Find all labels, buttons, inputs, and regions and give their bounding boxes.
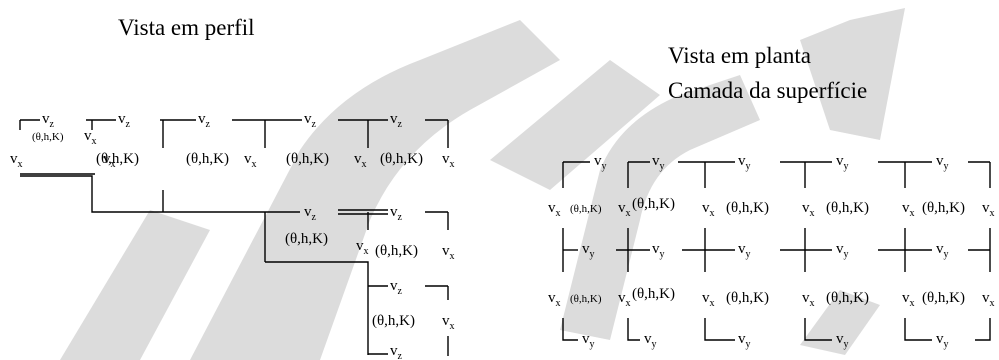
plan-vy-label: vy [652, 153, 665, 172]
profile-vx-label: vx [442, 313, 455, 332]
profile-cell-params: (θ,h,K) [380, 151, 423, 167]
plan-cell-params: (θ,h,K) [922, 200, 965, 216]
profile-vx-label: vx [442, 243, 455, 262]
profile-grid [19, 119, 449, 356]
plan-title: Vista em planta [668, 43, 811, 68]
plan-cell-params: (θ,h,K) [632, 286, 675, 302]
profile-vz-label: vz [42, 111, 55, 130]
plan-vy-label: vy [836, 331, 849, 350]
profile-cell-params: (θ,h,K) [285, 231, 328, 247]
plan-vy-label: vy [738, 331, 751, 350]
plan-grid [562, 161, 991, 341]
profile-title: Vista em perfil [118, 15, 255, 40]
plan-vx-label: vx [702, 290, 715, 309]
profile-vx-label: vx [244, 151, 257, 170]
plan-vy-label: vy [582, 331, 595, 350]
profile-vz-label: vz [118, 111, 131, 130]
plan-vx-label: vx [982, 200, 995, 219]
profile-vz-label: vz [304, 111, 317, 130]
profile-vz-label: vz [198, 111, 211, 130]
watermark [60, 8, 905, 360]
profile-vx-label: vx [356, 238, 369, 257]
plan-vy-label: vy [738, 153, 751, 172]
plan-vy-label: vy [644, 331, 657, 350]
plan-vy-label: vy [836, 153, 849, 172]
plan-vx-label: vx [802, 290, 815, 309]
plan-vx-label: vx [902, 290, 915, 309]
plan-vx-label: vx [982, 290, 995, 309]
profile-cell-params: (θ,h,K) [375, 243, 418, 259]
profile-vz-label: vz [390, 278, 403, 297]
plan-vy-label: vy [936, 153, 949, 172]
profile-cell-params: (θ,h,K) [32, 131, 64, 143]
profile-vx-label: vx [442, 151, 455, 170]
plan-cell-params: (θ,h,K) [632, 196, 675, 212]
profile-vx-label: vx [10, 151, 23, 170]
profile-vx-label: vx [354, 151, 367, 170]
plan-vy-label: vy [936, 241, 949, 260]
plan-cell-params: (θ,h,K) [570, 203, 602, 215]
profile-vz-label: vz [390, 343, 403, 360]
profile-vz-label: vz [390, 204, 403, 223]
profile-vz-label: vz [390, 111, 403, 130]
plan-cell-params: (θ,h,K) [922, 290, 965, 306]
plan-vx-label: vx [802, 200, 815, 219]
plan-cell-params: (θ,h,K) [726, 290, 769, 306]
plan-vy-label: vy [594, 153, 607, 172]
profile-cell-params: (θ,h,K) [286, 151, 329, 167]
plan-vx-label: vx [618, 200, 631, 219]
plan-cell-params: (θ,h,K) [826, 290, 869, 306]
plan-vy-label: vy [936, 331, 949, 350]
profile-cell-params: (θ,h,K) [96, 151, 139, 167]
plan-subtitle: Camada da superfície [668, 78, 867, 103]
plan-vx-label: vx [618, 290, 631, 309]
plan-vy-label: vy [582, 241, 595, 260]
plan-labels: vy vy vy vy vy vy vy vy vy vy vy vy vy vy vy vx vx vx vx vx… [548, 153, 995, 350]
plan-vy-label: vy [652, 241, 665, 260]
profile-vx-label: vx [103, 151, 116, 170]
plan-vy-label: vy [836, 241, 849, 260]
plan-cell-params: (θ,h,K) [570, 293, 602, 305]
plan-vy-label: vy [738, 241, 751, 260]
plan-cell-params: (θ,h,K) [826, 200, 869, 216]
profile-vz-label: vz [304, 204, 317, 223]
plan-cell-params: (θ,h,K) [726, 200, 769, 216]
profile-cell-params: (θ,h,K) [372, 313, 415, 329]
plan-vx-label: vx [548, 200, 561, 219]
profile-vx-label: vx [84, 128, 97, 147]
profile-cell-params: (θ,h,K) [186, 151, 229, 167]
plan-vx-label: vx [548, 290, 561, 309]
plan-vx-label: vx [702, 200, 715, 219]
plan-vx-label: vx [902, 200, 915, 219]
